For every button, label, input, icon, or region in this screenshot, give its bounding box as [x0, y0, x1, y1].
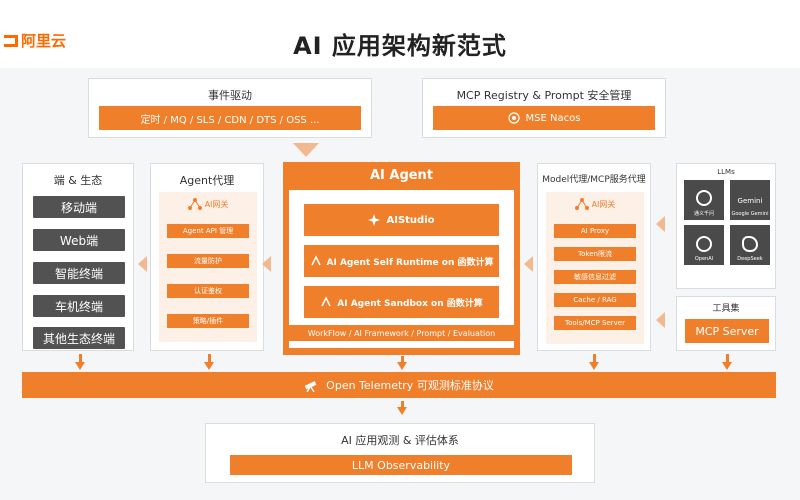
- model-gateway-text: AI网关: [591, 199, 616, 209]
- openai-tile: OpenAI: [684, 225, 724, 265]
- model-proxy-title: Model代理/MCP服务代理: [542, 175, 646, 185]
- function-compute-icon: [310, 255, 321, 266]
- self-runtime-bar: AI Agent Self Runtime on 函数计算: [304, 245, 499, 277]
- policy-plugin: 策略/插件: [167, 314, 249, 328]
- endpoint-web: Web端: [33, 229, 125, 251]
- tools-panel: 工具集 MCP Server: [676, 296, 776, 351]
- openai-label: OpenAI: [694, 256, 714, 262]
- gateway-nodes-icon: [187, 198, 202, 210]
- aistudio-icon: [368, 214, 381, 226]
- cache-rag: Cache / RAG: [554, 293, 636, 307]
- agent-to-telemetry-arrow: [397, 356, 407, 370]
- sensitive-filter: 敏感信息过滤: [554, 270, 636, 284]
- llms-panel: LLMs 通义千问 Gemini Google Gemini OpenAI De…: [676, 163, 776, 289]
- tools-to-telemetry-arrow: [722, 354, 732, 370]
- telemetry-to-observability-arrow: [397, 401, 407, 415]
- mse-nacos-bar: MSE Nacos: [433, 106, 655, 130]
- chevron-left-icon: [138, 256, 147, 272]
- nacos-icon: [507, 112, 520, 124]
- ai-agent-inner: AIStudio AI Agent Self Runtime on 函数计算 A…: [289, 190, 514, 348]
- deepseek-label: DeepSeek: [737, 256, 763, 262]
- openai-icon: [696, 236, 712, 252]
- llm-observability-bar: LLM Observability: [230, 455, 572, 475]
- self-runtime-label: AI Agent Self Runtime on 函数计算: [326, 257, 494, 268]
- agent-proxy-title: Agent代理: [179, 174, 235, 187]
- tongyi-icon: [696, 190, 712, 206]
- aliyun-logo: 阿里云: [4, 30, 66, 51]
- agent-api-mgmt: Agent API 管理: [167, 224, 249, 238]
- tongyi-tile: 通义千问: [684, 180, 724, 220]
- event-sources-bar: 定时 / MQ / SLS / CDN / DTS / OSS ...: [99, 106, 361, 130]
- chevron-left-icon: [262, 256, 271, 272]
- tools-title: 工具集: [712, 304, 740, 314]
- gemini-icon: Gemini: [737, 197, 763, 205]
- tools-mcp-server: Tools/MCP Server: [554, 316, 636, 330]
- ai-agent-panel: AI Agent AIStudio AI Agent Self Runtime …: [283, 162, 520, 355]
- endpoint-mobile: 移动端: [33, 196, 125, 218]
- chevron-left-icon: [524, 256, 533, 272]
- gemini-label: Google Gemini: [731, 211, 769, 217]
- gateway-nodes-icon: [574, 198, 589, 210]
- page-title: AI 应用架构新范式: [293, 32, 507, 60]
- aistudio-bar: AIStudio: [304, 204, 499, 236]
- registry-panel: MCP Registry & Prompt 安全管理 MSE Nacos: [422, 78, 666, 138]
- agent-proxy-panel: Agent代理 AI网关 Agent API 管理 流量防护 认证鉴权 策略/插…: [150, 163, 264, 351]
- agent-framework-bar: WorkFlow / AI Framework / Prompt / Evalu…: [289, 325, 514, 341]
- registry-title: MCP Registry & Prompt 安全管理: [456, 89, 632, 102]
- mcp-server-bar: MCP Server: [685, 319, 769, 343]
- token-rate-limit: Token限流: [554, 247, 636, 261]
- deepseek-icon: [742, 236, 758, 252]
- auth: 认证鉴权: [167, 284, 249, 298]
- open-telemetry-label: Open Telemetry 可观测标准协议: [326, 379, 494, 392]
- agent-gateway-label: AI网关: [159, 198, 257, 210]
- endpoint-vehicle: 车机终端: [33, 295, 125, 317]
- endpoints-panel: 端 & 生态 移动端 Web端 智能终端 车机终端 其他生态终端: [22, 163, 134, 351]
- model-gateway-box: AI网关 AI Proxy Token限流 敏感信息过滤 Cache / RAG…: [546, 192, 644, 344]
- ai-agent-title: AI Agent: [369, 168, 434, 183]
- sandbox-bar: AI Agent Sandbox on 函数计算: [304, 286, 499, 318]
- deepseek-tile: DeepSeek: [730, 225, 770, 265]
- endpoints-title: 端 & 生态: [53, 174, 103, 187]
- llms-title: LLMs: [717, 168, 735, 176]
- mse-nacos-label: MSE Nacos: [525, 112, 581, 124]
- event-to-agent-arrow: [293, 142, 319, 157]
- observability-panel: AI 应用观测 & 评估体系 LLM Observability: [205, 423, 595, 483]
- model-to-telemetry-arrow: [589, 354, 599, 370]
- chevron-left-icon: [656, 312, 665, 328]
- endpoints-to-telemetry-arrow: [75, 354, 85, 370]
- sandbox-label: AI Agent Sandbox on 函数计算: [337, 298, 483, 309]
- traffic-protection: 流量防护: [167, 254, 249, 268]
- tongyi-label: 通义千问: [693, 211, 714, 217]
- telescope-icon: [304, 381, 317, 392]
- proxy-to-telemetry-arrow: [204, 354, 214, 370]
- agent-gateway-box: AI网关 Agent API 管理 流量防护 认证鉴权 策略/插件: [159, 192, 257, 342]
- observability-title: AI 应用观测 & 评估体系: [341, 434, 459, 447]
- event-driven-panel: 事件驱动 定时 / MQ / SLS / CDN / DTS / OSS ...: [88, 78, 372, 138]
- ai-proxy: AI Proxy: [554, 224, 636, 238]
- endpoint-other: 其他生态终端: [33, 327, 125, 349]
- gemini-tile: Gemini Google Gemini: [730, 180, 770, 220]
- model-gateway-label: AI网关: [546, 198, 644, 210]
- function-compute-icon: [321, 296, 331, 307]
- aliyun-logo-icon: [4, 34, 18, 47]
- event-driven-title: 事件驱动: [208, 89, 252, 102]
- model-proxy-panel: Model代理/MCP服务代理 AI网关 AI Proxy Token限流 敏感…: [537, 163, 651, 351]
- agent-gateway-text: AI网关: [204, 199, 229, 209]
- open-telemetry-bar: Open Telemetry 可观测标准协议: [22, 372, 776, 398]
- aistudio-label: AIStudio: [386, 214, 435, 226]
- logo-text: 阿里云: [21, 32, 67, 50]
- chevron-left-icon: [656, 216, 665, 232]
- endpoint-smart-device: 智能终端: [33, 262, 125, 284]
